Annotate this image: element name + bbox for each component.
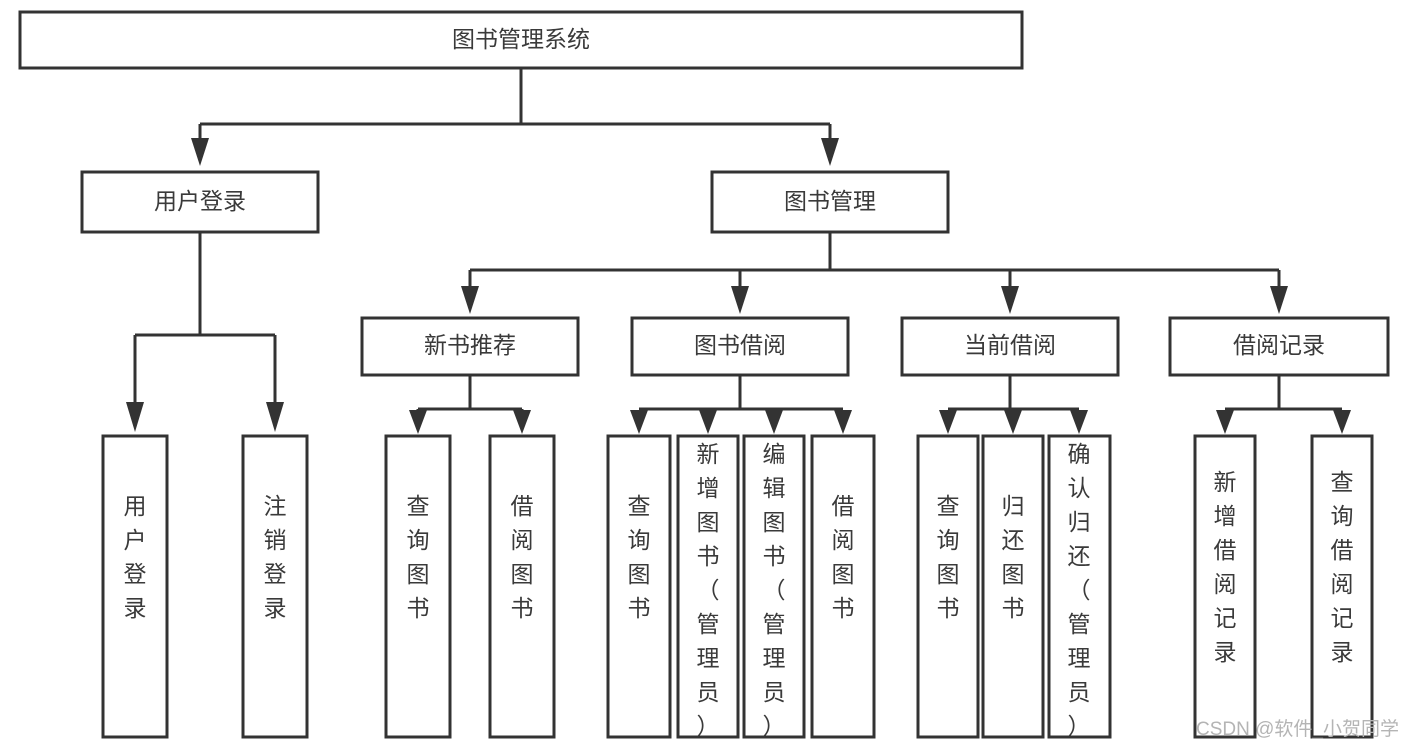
node-label-leaf-confirm-return: 确认归还（管理员） bbox=[1068, 441, 1091, 739]
node-book-borrow[interactable]: 图书借阅 bbox=[630, 316, 850, 377]
node-box-leaf-query-book-3 bbox=[916, 434, 980, 739]
arrow-head-leaf-edit-book bbox=[765, 410, 783, 434]
node-label-new-book-recommend: 新书推荐 bbox=[424, 332, 516, 358]
node-box-leaf-borrow-book-1 bbox=[488, 434, 556, 739]
node-leaf-add-record[interactable]: 新增借阅记录 bbox=[1193, 434, 1257, 739]
node-leaf-query-record[interactable]: 查询借阅记录 bbox=[1310, 434, 1374, 739]
arrow-head-leaf-return-book bbox=[1004, 410, 1022, 434]
node-box-new-book-recommend bbox=[360, 316, 580, 377]
node-label-leaf-borrow-book-1: 借阅图书 bbox=[511, 493, 534, 621]
node-leaf-user-logout[interactable]: 注销登录 bbox=[241, 434, 309, 739]
node-leaf-query-book-2[interactable]: 查询图书 bbox=[606, 434, 672, 739]
arrow-head-leaf-add-book bbox=[699, 410, 717, 434]
csdn-watermark: CSDN @软件_小贺同学 bbox=[1196, 718, 1399, 740]
node-user-login[interactable]: 用户登录 bbox=[80, 170, 320, 234]
node-box-leaf-user-logout bbox=[241, 434, 309, 739]
arrow-head-leaf-add-record bbox=[1216, 410, 1234, 434]
node-label-leaf-query-book-2: 查询图书 bbox=[628, 493, 651, 621]
node-label-borrow-record: 借阅记录 bbox=[1233, 332, 1325, 358]
arrow-head-leaf-query-book-3 bbox=[939, 410, 957, 434]
node-label-leaf-add-record: 新增借阅记录 bbox=[1214, 469, 1237, 665]
node-book-management[interactable]: 图书管理 bbox=[710, 170, 950, 234]
node-box-user-login bbox=[80, 170, 320, 234]
arrow-head-leaf-query-record bbox=[1333, 410, 1351, 434]
arrow-head-leaf-borrow-book-1 bbox=[513, 410, 531, 434]
arrow-head-user-login bbox=[191, 138, 209, 166]
node-label-current-borrow: 当前借阅 bbox=[964, 332, 1056, 358]
node-leaf-return-book[interactable]: 归还图书 bbox=[981, 434, 1045, 739]
node-leaf-borrow-book-1[interactable]: 借阅图书 bbox=[488, 434, 556, 739]
node-label-user-login: 用户登录 bbox=[154, 188, 246, 214]
node-box-book-management bbox=[710, 170, 950, 234]
node-label-leaf-return-book: 归还图书 bbox=[1002, 493, 1025, 621]
node-root-system[interactable]: 图书管理系统 bbox=[18, 10, 1024, 70]
arrow-head-current-borrow bbox=[1001, 286, 1019, 314]
arrow-head-borrow-record bbox=[1270, 286, 1288, 314]
node-box-leaf-query-record bbox=[1310, 434, 1374, 739]
node-box-leaf-query-book-1 bbox=[384, 434, 452, 739]
node-leaf-confirm-return[interactable]: 确认归还（管理员） bbox=[1047, 434, 1112, 739]
node-box-leaf-add-record bbox=[1193, 434, 1257, 739]
node-box-borrow-record bbox=[1168, 316, 1390, 377]
node-label-leaf-query-record: 查询借阅记录 bbox=[1331, 469, 1354, 665]
node-label-leaf-user-login: 用户登录 bbox=[124, 493, 147, 621]
arrow-head-leaf-query-book-1 bbox=[409, 410, 427, 434]
node-leaf-query-book-1[interactable]: 查询图书 bbox=[384, 434, 452, 739]
node-box-book-borrow bbox=[630, 316, 850, 377]
arrow-head-book-borrow bbox=[731, 286, 749, 314]
arrow-head-leaf-borrow-book-2 bbox=[834, 410, 852, 434]
arrow-head-leaf-query-book-2 bbox=[630, 410, 648, 434]
arrow-head-leaf-confirm-return bbox=[1070, 410, 1088, 434]
node-leaf-query-book-3[interactable]: 查询图书 bbox=[916, 434, 980, 739]
arrow-head-leaf-user-login bbox=[126, 402, 144, 432]
node-leaf-add-book[interactable]: 新增图书（管理员） bbox=[676, 434, 740, 739]
node-box-leaf-return-book bbox=[981, 434, 1045, 739]
node-label-leaf-edit-book: 编辑图书（管理员） bbox=[763, 441, 786, 739]
arrow-head-new-book-recommend bbox=[461, 286, 479, 314]
node-box-leaf-query-book-2 bbox=[606, 434, 672, 739]
node-label-leaf-borrow-book-2: 借阅图书 bbox=[832, 493, 855, 621]
connector-layer bbox=[126, 68, 1351, 434]
node-label-leaf-add-book: 新增图书（管理员） bbox=[697, 441, 720, 739]
arrow-head-leaf-user-logout bbox=[266, 402, 284, 432]
node-label-book-management: 图书管理 bbox=[784, 188, 876, 214]
node-new-book-recommend[interactable]: 新书推荐 bbox=[360, 316, 580, 377]
node-label-leaf-query-book-3: 查询图书 bbox=[937, 493, 960, 621]
node-label-book-borrow: 图书借阅 bbox=[694, 332, 786, 358]
node-borrow-record[interactable]: 借阅记录 bbox=[1168, 316, 1390, 377]
node-leaf-borrow-book-2[interactable]: 借阅图书 bbox=[810, 434, 876, 739]
node-box-leaf-confirm-return bbox=[1047, 434, 1112, 739]
node-box-leaf-borrow-book-2 bbox=[810, 434, 876, 739]
node-current-borrow[interactable]: 当前借阅 bbox=[900, 316, 1120, 377]
arrow-head-book-management bbox=[821, 138, 839, 166]
node-box-root-system bbox=[18, 10, 1024, 70]
node-box-leaf-edit-book bbox=[742, 434, 806, 739]
node-label-leaf-query-book-1: 查询图书 bbox=[407, 493, 430, 621]
node-box-leaf-add-book bbox=[676, 434, 740, 739]
node-label-leaf-user-logout: 注销登录 bbox=[264, 493, 287, 621]
node-box-current-borrow bbox=[900, 316, 1120, 377]
node-leaf-edit-book[interactable]: 编辑图书（管理员） bbox=[742, 434, 806, 739]
node-label-root-system: 图书管理系统 bbox=[452, 26, 590, 52]
node-leaf-user-login[interactable]: 用户登录 bbox=[101, 434, 169, 739]
node-box-leaf-user-login bbox=[101, 434, 169, 739]
